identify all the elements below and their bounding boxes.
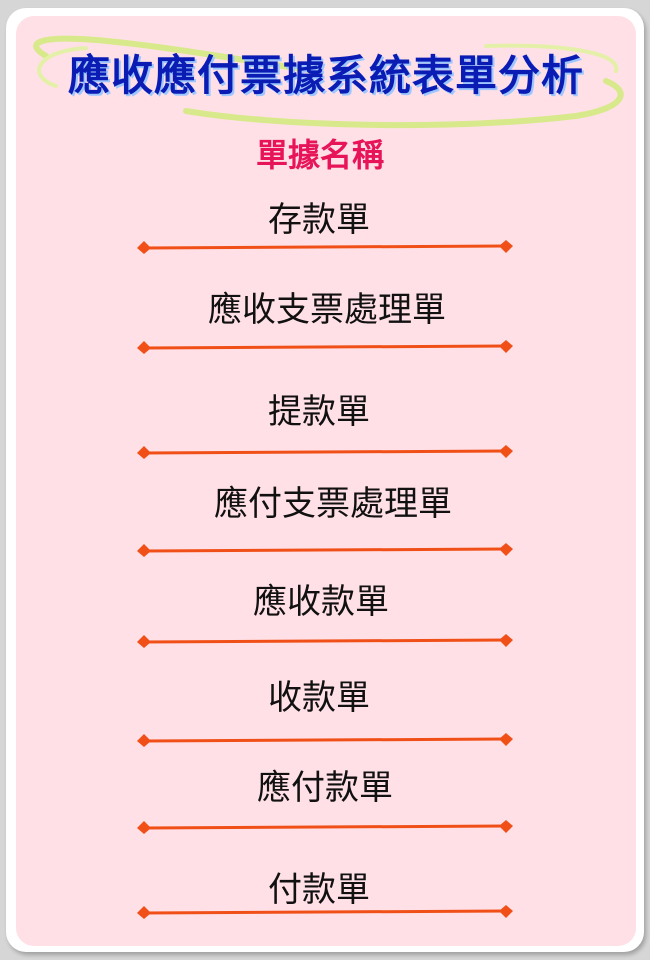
form-label: 收款單 [268,678,370,718]
divider-line [137,634,513,648]
form-label: 應收支票處理單 [208,290,446,330]
divider-line [137,445,513,459]
form-label: 提款單 [268,392,370,432]
divider-line [137,340,513,354]
page-title: 應收應付票據系統表單分析 [67,51,584,100]
list-item: 應付款單 [0,760,650,850]
content-panel [16,16,636,946]
form-label: 付款單 [268,870,370,910]
divider-line [137,733,513,747]
divider-line [137,820,513,834]
list-item: 存款單 [0,192,650,282]
divider-line [137,240,513,254]
form-label: 存款單 [268,200,370,240]
form-label: 應付支票處理單 [214,484,452,524]
list-item: 付款單 [0,862,650,952]
form-label: 應付款單 [257,768,393,808]
divider-line [137,905,513,919]
list-item: 應付支票處理單 [0,476,650,566]
list-item: 收款單 [0,670,650,760]
section-subtitle: 單據名稱 [255,136,384,174]
form-label: 應收款單 [253,582,389,622]
divider-line [137,543,513,557]
list-item: 應收款單 [0,574,650,664]
list-item: 應收支票處理單 [0,282,650,372]
list-item: 提款單 [0,384,650,474]
